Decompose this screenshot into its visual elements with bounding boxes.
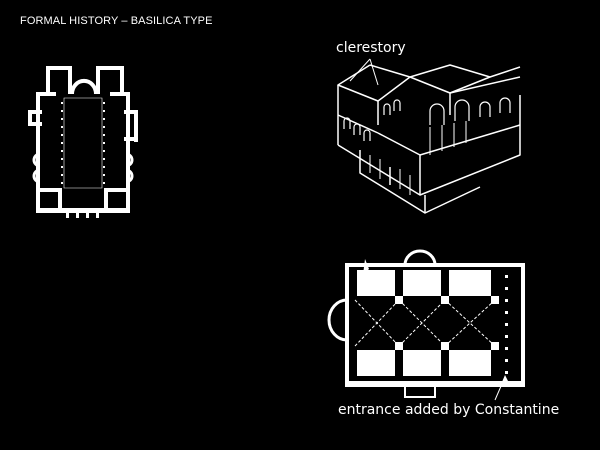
basilica-vaulted-plan	[325, 245, 535, 405]
basilica-floor-plan	[28, 66, 138, 218]
clerestory-label: clerestory	[336, 40, 406, 56]
entrance-label: entrance added by Constantine	[338, 402, 560, 418]
basilica-axonometric-drawing	[330, 55, 530, 220]
slide-title: FORMAL HISTORY – BASILICA TYPE	[20, 15, 213, 27]
